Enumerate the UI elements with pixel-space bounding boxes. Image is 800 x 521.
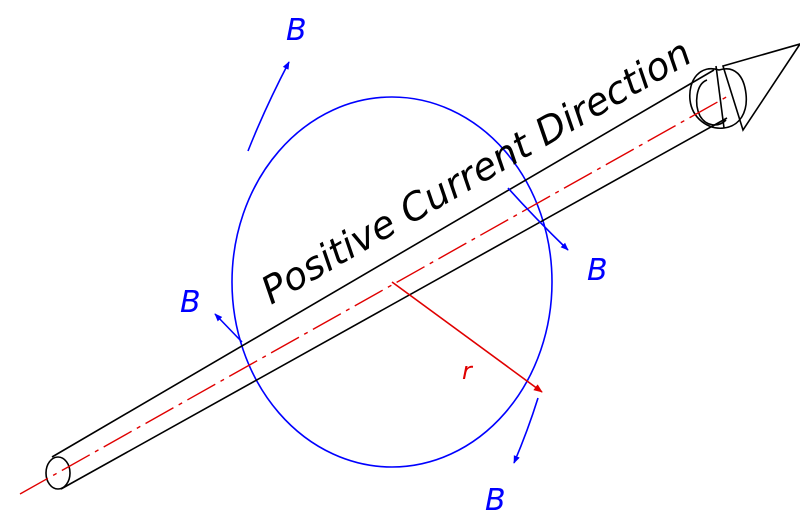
field-label-top: B xyxy=(286,13,307,48)
field-arrow-left xyxy=(214,313,243,343)
conductor-flange-inner xyxy=(695,79,727,126)
flange-edge xyxy=(715,65,725,129)
field-arrow-top xyxy=(247,61,290,152)
conductor-end-cap xyxy=(45,456,71,490)
field-arrow-bottom xyxy=(513,397,539,464)
radius-arrow xyxy=(391,281,543,393)
conductor-top-edge xyxy=(51,69,715,458)
field-loop xyxy=(231,96,553,468)
field-label-left: B xyxy=(180,285,201,320)
conductor xyxy=(45,65,748,490)
radius-label: r xyxy=(462,357,474,385)
conductor-bottom-edge xyxy=(60,117,728,490)
field-arrows xyxy=(214,61,569,464)
field-label-bottom: B xyxy=(485,483,506,518)
conductor-flange xyxy=(689,67,748,129)
arrow-head-icon xyxy=(721,43,800,132)
field-label-right: B xyxy=(587,253,608,288)
conductor-axis xyxy=(19,94,731,495)
field-arrow-right xyxy=(507,187,569,251)
